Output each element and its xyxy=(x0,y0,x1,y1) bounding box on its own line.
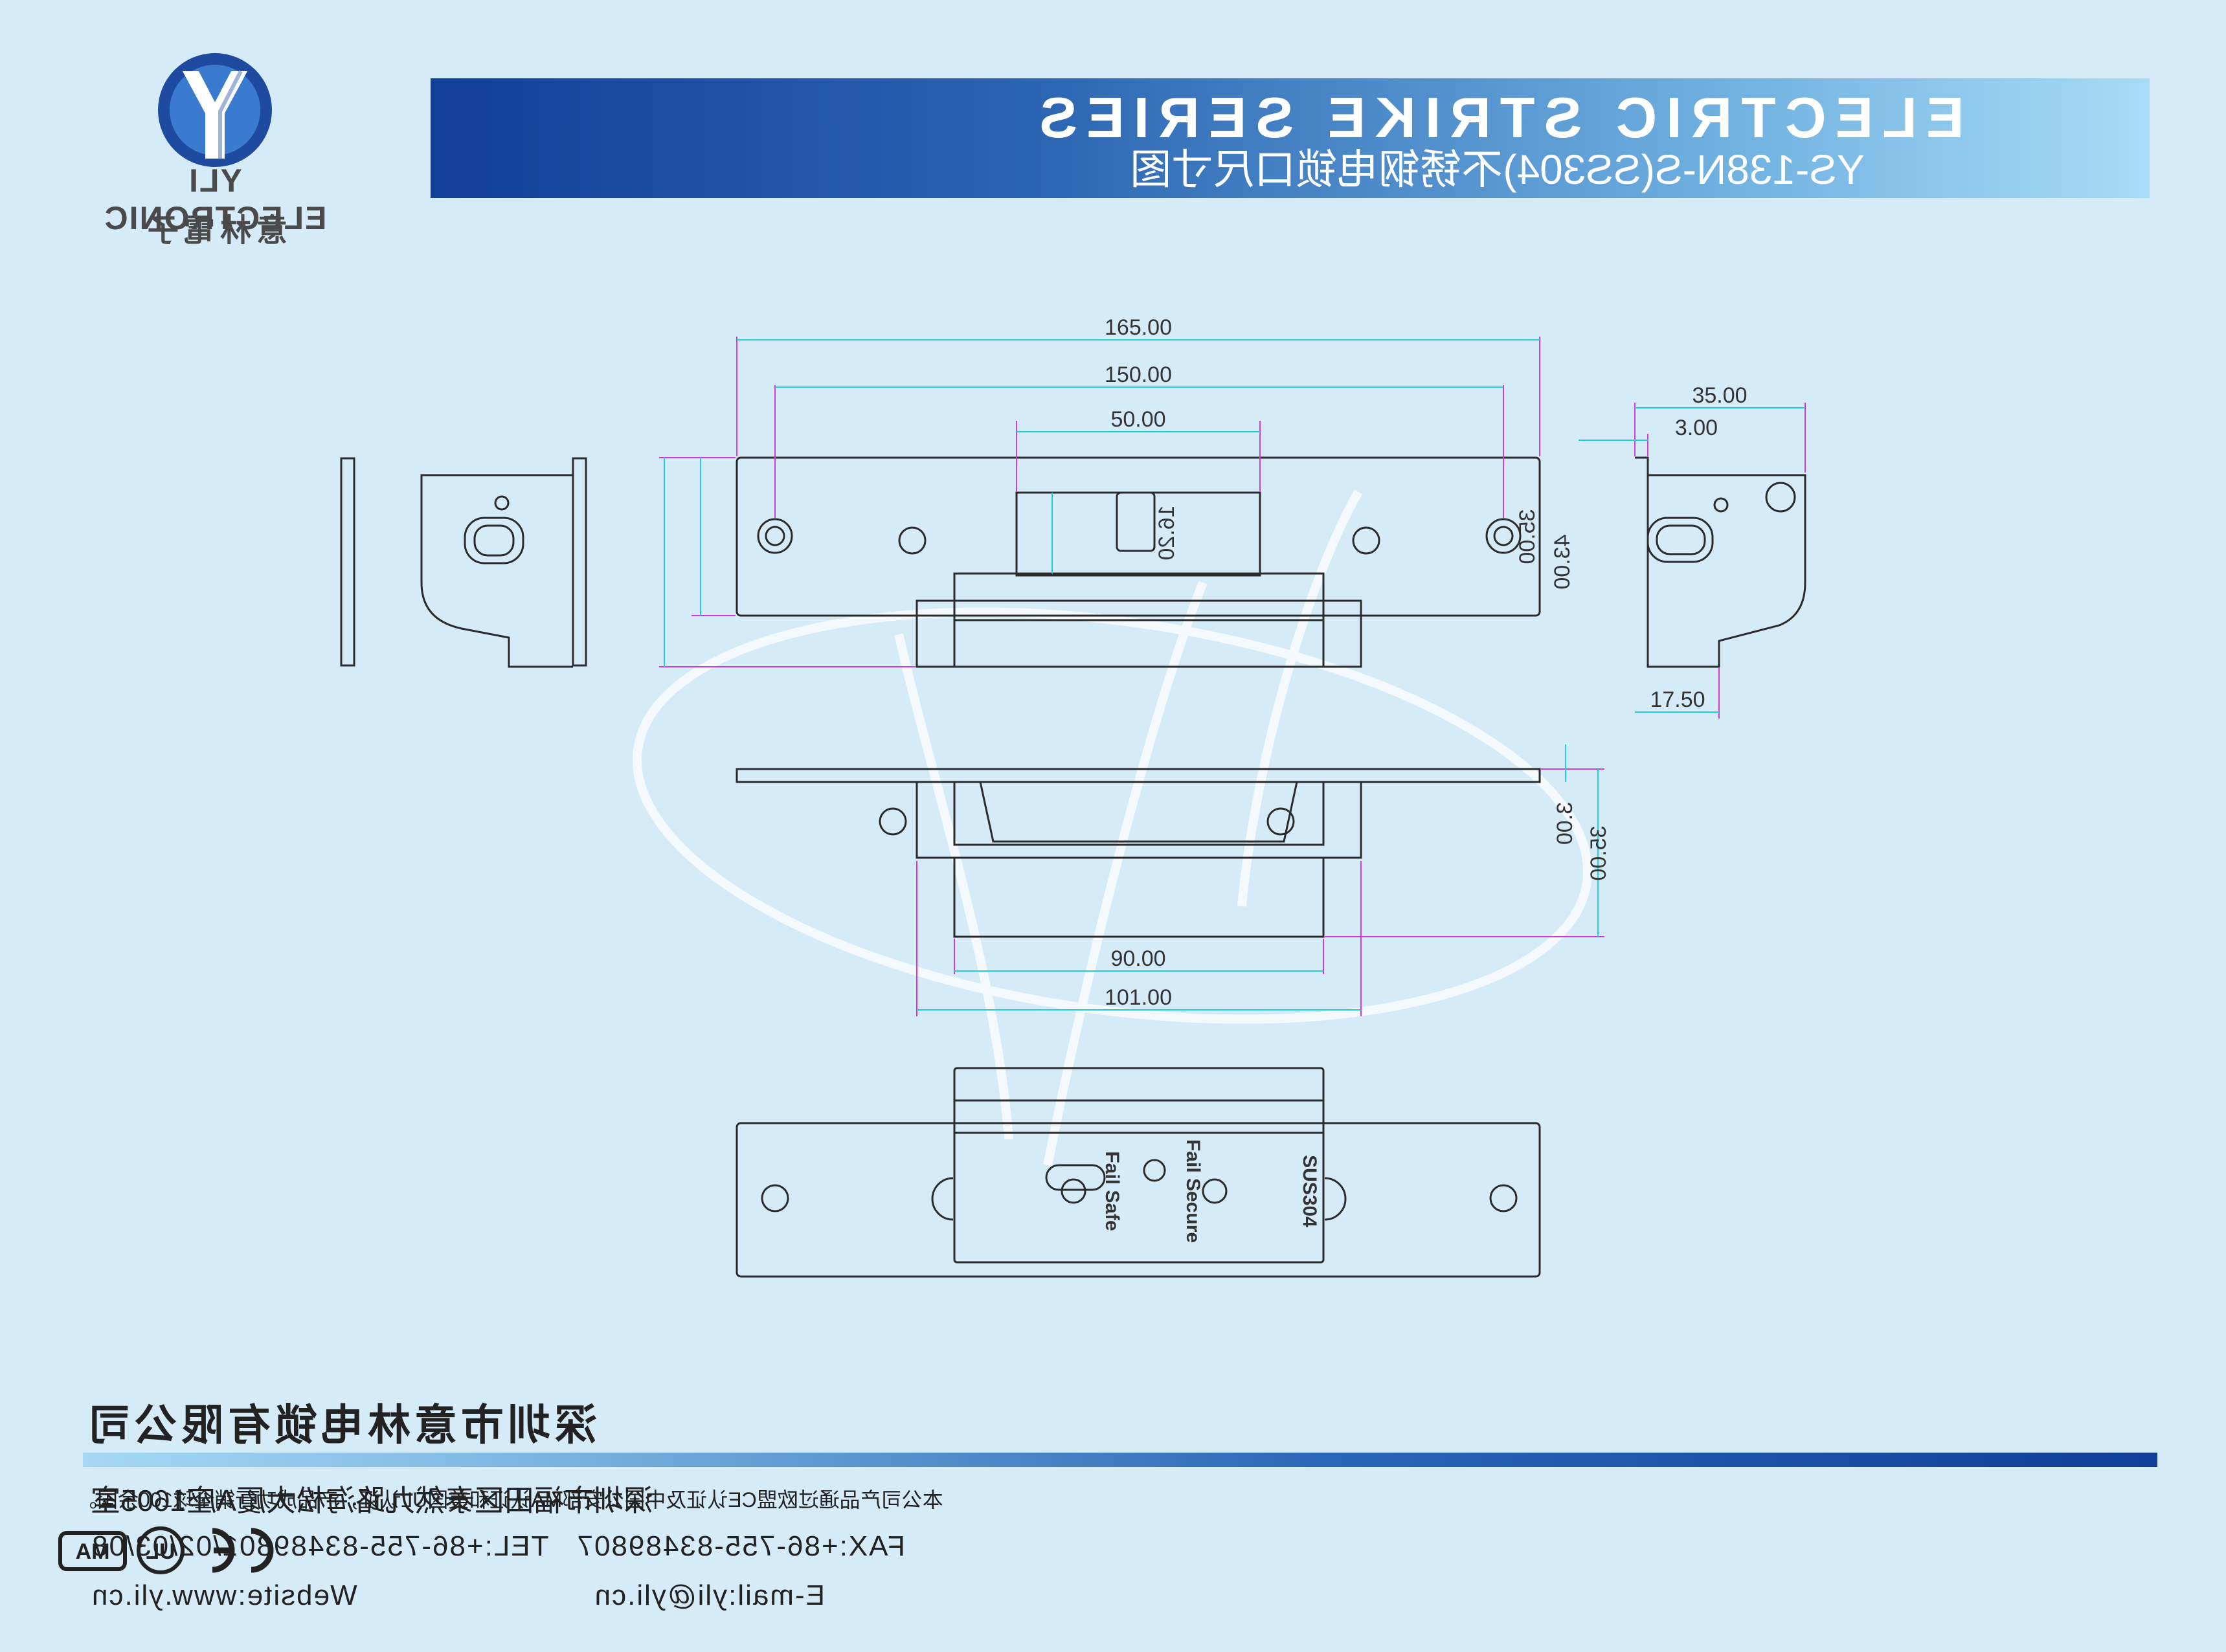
hole-icon xyxy=(879,807,907,836)
screw-icon xyxy=(1143,1159,1166,1182)
dim-150: 150.00 xyxy=(1105,363,1172,387)
hole-icon xyxy=(1266,807,1295,836)
mode-selector xyxy=(1045,1164,1106,1191)
top-view-dimensions: 165.00 150.00 50.00 16.20 35.00 43.00 xyxy=(659,315,1575,667)
screw-icon xyxy=(1202,1178,1228,1204)
back-view xyxy=(736,1067,1541,1278)
side-view-dimensions: 35.00 3.00 17.50 xyxy=(1579,383,1806,719)
footer-bar xyxy=(83,1453,2157,1467)
side-view-right xyxy=(420,457,587,668)
watermark-logo-icon xyxy=(633,489,1592,1166)
screw-icon xyxy=(898,526,927,555)
mounting-hole-icon xyxy=(757,518,793,554)
screw-icon xyxy=(1061,1178,1086,1204)
dim-165: 165.00 xyxy=(1105,315,1172,340)
tongue-slot xyxy=(1116,491,1156,552)
fail-safe-label: Fail Safe xyxy=(1101,1151,1123,1231)
middle-view-dimensions: 90.00 101.00 3.00 35.00 xyxy=(916,744,1611,1016)
svg-text:MA: MA xyxy=(76,1539,110,1564)
mounting-hole-icon xyxy=(761,1184,789,1212)
screw-icon xyxy=(1352,526,1380,555)
dim-35-mid: 35.00 xyxy=(1586,825,1611,880)
dim-3-mid: 3.00 xyxy=(1553,802,1577,845)
ul-mark-icon: UL xyxy=(137,1526,185,1574)
strike-body xyxy=(953,572,1325,621)
material-label: SUS304 xyxy=(1299,1155,1320,1227)
dim-16-20: 16.20 xyxy=(1154,505,1179,560)
tongue-housing xyxy=(1015,491,1261,577)
dim-50: 50.00 xyxy=(1110,407,1165,432)
certification-text: 本公司产品通过欧盟CE认证及中国公安部MA认证和美国UL认证，产品成功行销全球1… xyxy=(76,1488,943,1512)
ma-mark-icon: MA xyxy=(58,1531,127,1571)
certification-icons: UL MA xyxy=(58,1526,274,1574)
company-name: 深圳市意林电锁有限公司 xyxy=(84,1401,597,1449)
dim-17-50: 17.50 xyxy=(1650,687,1705,712)
yli-logo-icon xyxy=(158,53,272,167)
fax: FAX:+86-755-83489807 xyxy=(576,1530,906,1562)
middle-view xyxy=(736,768,1541,938)
side-view-left xyxy=(340,456,1806,668)
dim-90: 90.00 xyxy=(1110,946,1165,971)
dim-3-side: 3.00 xyxy=(1675,416,1718,440)
faceplate xyxy=(736,456,1541,617)
dim-35-top: 35.00 xyxy=(1515,509,1540,564)
svg-text:UL: UL xyxy=(146,1539,175,1564)
email: E-mail:yli@yli.cn xyxy=(593,1579,825,1611)
dim-43: 43.00 xyxy=(1550,534,1575,589)
mounting-hole-icon xyxy=(1485,518,1522,554)
top-view xyxy=(736,456,1541,668)
mounting-hole-icon xyxy=(1489,1184,1518,1212)
fail-secure-label: Fail Secure xyxy=(1182,1139,1204,1243)
back-view-labels: SUS304 Fail Secure Fail Safe xyxy=(1101,1139,1320,1243)
dim-101: 101.00 xyxy=(1105,985,1172,1010)
dim-35-side: 35.00 xyxy=(1692,383,1747,408)
ce-mark-icon xyxy=(212,1528,274,1573)
